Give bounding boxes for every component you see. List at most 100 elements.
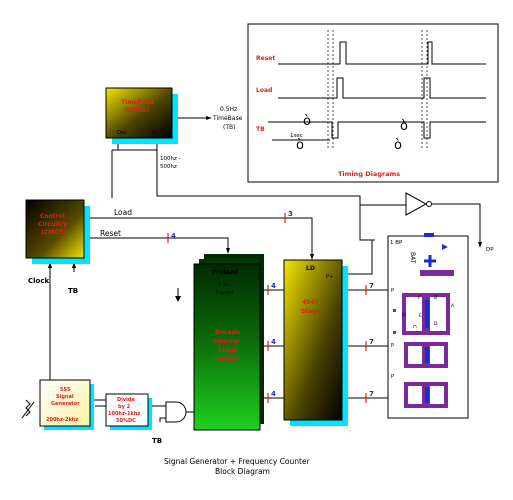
decade-inputs-l2: Inputs (216, 290, 233, 296)
timing-gridlines (327, 30, 428, 150)
control-reset-label: Reset (100, 229, 121, 238)
decade-body-l4: (CMOS) (214, 356, 240, 363)
timing-label-load: Load (256, 87, 272, 94)
display-label-bp: 1 BP (390, 240, 403, 246)
and-gate-shape (165, 401, 187, 423)
arrow-load (310, 254, 314, 260)
control-title: Control (40, 213, 65, 220)
display-label-bat: BAT (409, 252, 416, 264)
bus-label-c3: 4 (271, 390, 276, 398)
divider-l4: 50%DC (116, 418, 136, 424)
generator-block: 555 Signal Generator 200hz-2khz (39, 379, 94, 430)
seg-label-a: A (451, 303, 455, 309)
bus-label-c1: 4 (271, 282, 276, 290)
potentiometer-symbol (25, 399, 31, 417)
display-mark-2: P (391, 343, 394, 349)
potentiometer-arrow (21, 401, 35, 419)
caption-line2: Block Diagram (215, 467, 270, 476)
timing-diagram: Reset Load TB 1sec ò ò ò ò Timing Diagra… (247, 23, 499, 183)
timing-label-reset: Reset (256, 55, 275, 62)
display-bar (420, 270, 454, 276)
timing-glyph-2: ò (296, 138, 304, 153)
generator-title-l2: Signal (56, 394, 74, 400)
decade-body-l1: Decade (215, 329, 240, 336)
generator-box (39, 379, 91, 427)
seg-label-d: D (434, 321, 438, 327)
control-box (25, 199, 85, 259)
arrow-inverter-out (478, 242, 482, 248)
timing-title: Timing Diagrams (338, 170, 400, 178)
latch-box (283, 259, 343, 421)
seg-label-f: F (418, 295, 421, 301)
wire-reset (82, 237, 229, 252)
divider-l2: by 2 (118, 404, 131, 410)
reset-waveform (278, 41, 486, 65)
bus-label-load: 3 (288, 210, 293, 218)
display-dot-3 (407, 332, 410, 335)
digit3-right (426, 382, 448, 408)
timing-glyph-4: ò (394, 138, 402, 153)
decade-counter-block: Preload 2 in Inputs Decade Counter Stage… (193, 254, 264, 431)
digit2-segment (425, 347, 429, 363)
display-dot-1 (393, 309, 396, 312)
generator-title-l3: Generator (51, 401, 80, 407)
display-label-dp: DP (486, 247, 494, 253)
control-load-label: Load (114, 208, 132, 217)
wire-inverter-out (432, 203, 481, 246)
display-dot-2 (393, 331, 396, 334)
bus-label-l1: 7 (369, 282, 374, 290)
and-gate: TB (152, 401, 187, 445)
seg-label-b: B (434, 295, 437, 301)
digit1-left (402, 293, 426, 335)
display-mark-3: P (391, 374, 394, 380)
timebase-out-l2: TimeBase (212, 115, 243, 122)
control-block: Control Circuitry (CMOS) Clock TB Load R… (25, 199, 132, 295)
divider-l1: Divide (117, 397, 135, 403)
display-arrow-icon (442, 244, 448, 250)
timebase-in-l1: 100hz - (160, 156, 181, 162)
seg-label-g: G (400, 313, 406, 317)
generator-title-l1: 555 (60, 387, 71, 393)
load-waveform (278, 77, 486, 99)
divider-box (105, 393, 149, 427)
divider-l3: 100hz-1khz (108, 411, 140, 417)
wire-latch-pplus (340, 240, 373, 275)
bus-label-l2: 7 (369, 338, 374, 346)
control-sub2: (CMOS) (41, 229, 67, 236)
arrow-reset (226, 248, 230, 254)
bus-label-reset: 4 (171, 232, 176, 240)
arrow-control-tb (72, 262, 76, 268)
caption-line1: Signal Generator + Frequency Counter (164, 457, 311, 466)
arrow-down-marker (175, 296, 181, 302)
timing-frame (247, 23, 499, 183)
decade-body-l2: Counter (213, 338, 240, 345)
digit2-left (404, 342, 426, 368)
arrow-clock (48, 262, 52, 268)
lcd-display: 1 BP DP BAT F B A G E C D P P P (387, 233, 494, 419)
seg-label-c: C (411, 325, 417, 328)
decade-inputs-l1: 2 in (218, 282, 229, 288)
timebase-box (105, 87, 173, 139)
digit2-right (426, 342, 448, 368)
digit3-left (404, 382, 426, 408)
wire-load (82, 217, 313, 258)
timing-glyph-3: ò (400, 119, 408, 134)
bus-label-l3: 7 (369, 390, 374, 398)
latch-body-l2: Stage (301, 308, 321, 315)
control-sub: Circuitry (38, 221, 67, 228)
digit3-segment (425, 387, 429, 403)
timebase-block: TimeBase (CMOS) Osc O. 0.5Hz TimeBase (T… (105, 87, 243, 170)
gate-tb-label: TB (152, 437, 162, 445)
divider-block: Divide by 2 100hz-1khz 50%DC (105, 393, 152, 430)
tb-waveform (268, 121, 486, 139)
control-caption-tb: TB (68, 287, 78, 295)
display-top-tab (424, 233, 434, 237)
timebase-pin-out: O. (152, 130, 158, 136)
timebase-sub: (CMOS) (124, 107, 150, 114)
latch-pin-label: P+ (326, 274, 333, 280)
bus-label-c2: 4 (271, 338, 276, 346)
timebase-pin-osc: Osc (117, 130, 127, 136)
decade-box (193, 263, 261, 431)
timebase-title: TimeBase (121, 99, 154, 106)
